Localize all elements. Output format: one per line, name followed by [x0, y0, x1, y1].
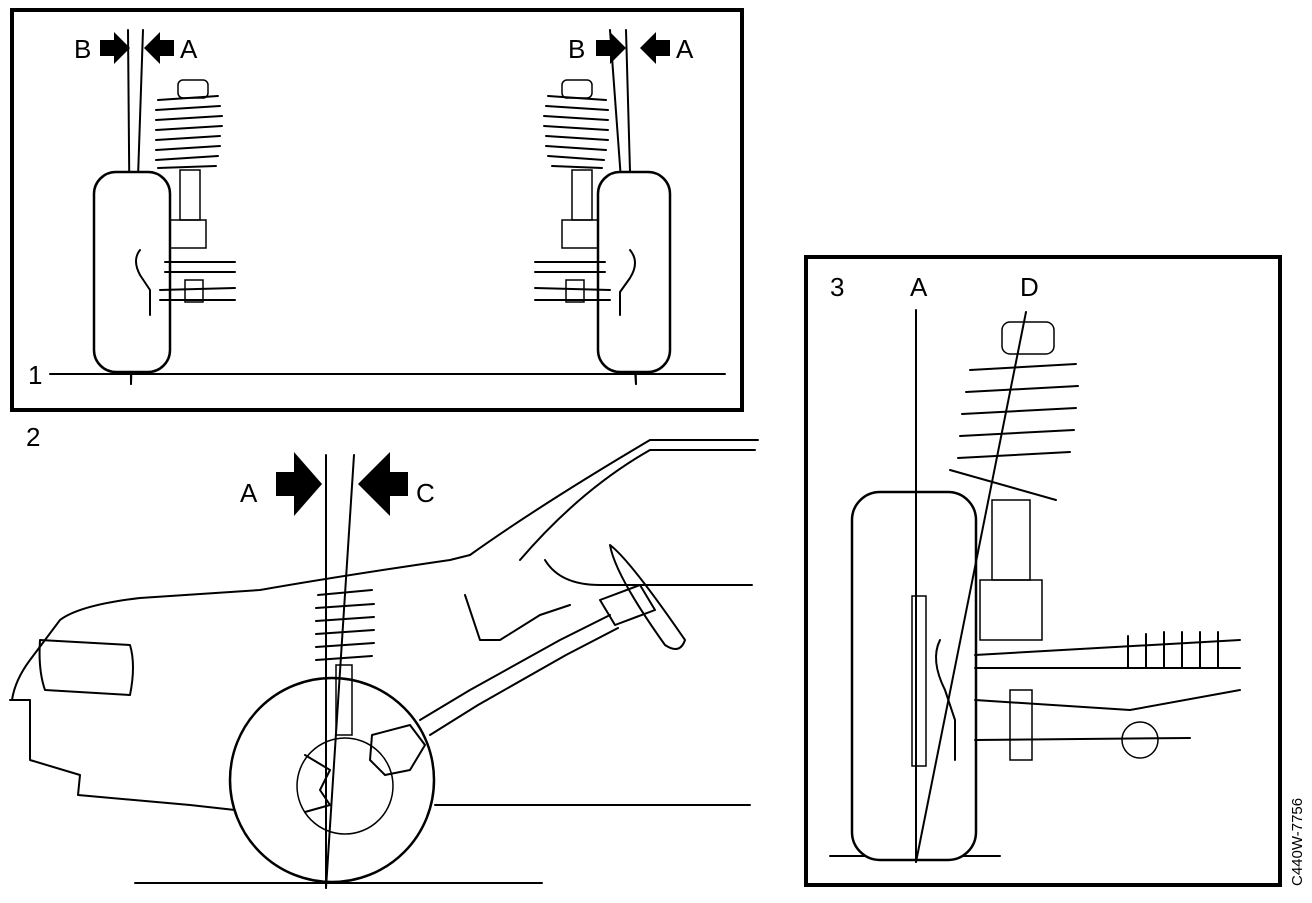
tie-rod-end: [184, 279, 204, 303]
car-front-bumper: [9, 699, 236, 811]
wheel-hub: [296, 737, 394, 835]
arrow-c: [358, 452, 408, 516]
a-pillar: [519, 449, 756, 561]
steering-wheel: [609, 544, 686, 650]
panel-2-number: 2: [26, 422, 40, 452]
steering-knuckle: [979, 579, 1043, 641]
label-a: A: [180, 34, 198, 64]
tie-rod-end: [565, 279, 585, 303]
anti-roll-bar-link: [1009, 689, 1033, 761]
shock-absorber: [335, 664, 353, 736]
brake-disc: [304, 754, 331, 813]
car-hood-line: [11, 554, 471, 701]
strut-top-mount: [1001, 321, 1055, 355]
steering-knuckle: [561, 219, 599, 249]
steering-knuckle: [369, 724, 426, 776]
steering-knuckle: [169, 219, 207, 249]
left-strut-assembly: B A: [74, 29, 236, 385]
coil-spring: [543, 95, 609, 169]
panel-1-number: 1: [28, 360, 42, 390]
brake-caliper: [135, 249, 151, 316]
panel-1: 1 B A B: [10, 8, 744, 412]
arrow-b: [100, 32, 130, 64]
arrow-a: [276, 452, 322, 516]
label-a: A: [240, 478, 258, 508]
label-b: B: [568, 34, 585, 64]
steering-column-housing: [599, 584, 656, 626]
steering-rack-upper: [974, 639, 1241, 656]
label-b: B: [74, 34, 91, 64]
coil-spring: [949, 363, 1079, 501]
arrow-a: [144, 32, 174, 64]
arrow-a: [640, 32, 670, 64]
steering-shaft: [419, 614, 611, 721]
wheel: [92, 170, 172, 374]
figure-reference-code: C440W-7756: [1289, 798, 1306, 886]
drive-shaft: [534, 261, 611, 301]
dashboard-line: [544, 559, 753, 586]
panel-3-number: 3: [830, 272, 844, 302]
drive-shaft: [159, 261, 236, 301]
label-a: A: [910, 272, 928, 302]
headlight: [38, 639, 134, 696]
label-a: A: [676, 34, 694, 64]
windshield-line: [469, 439, 759, 556]
label-d: D: [1020, 272, 1039, 302]
wheel-hub: [911, 595, 927, 767]
brake-caliper: [935, 639, 956, 761]
caster-line: [325, 454, 355, 889]
lower-arm: [974, 737, 1191, 741]
right-strut-assembly: B A: [534, 29, 694, 385]
panel-2: 2 A C: [9, 422, 759, 889]
label-c: C: [416, 478, 435, 508]
brake-caliper: [619, 249, 636, 316]
wheel: [850, 490, 978, 862]
panel-3: 3 A D C440W-7756: [804, 255, 1306, 887]
pedal-bracket: [464, 594, 571, 641]
steering-axis-line: [915, 311, 1027, 863]
coil-spring: [155, 95, 223, 169]
steering-shaft-lower: [429, 627, 619, 736]
drive-shaft: [974, 689, 1241, 711]
cv-joint: [1121, 721, 1159, 759]
rack-boot: [1127, 631, 1219, 669]
